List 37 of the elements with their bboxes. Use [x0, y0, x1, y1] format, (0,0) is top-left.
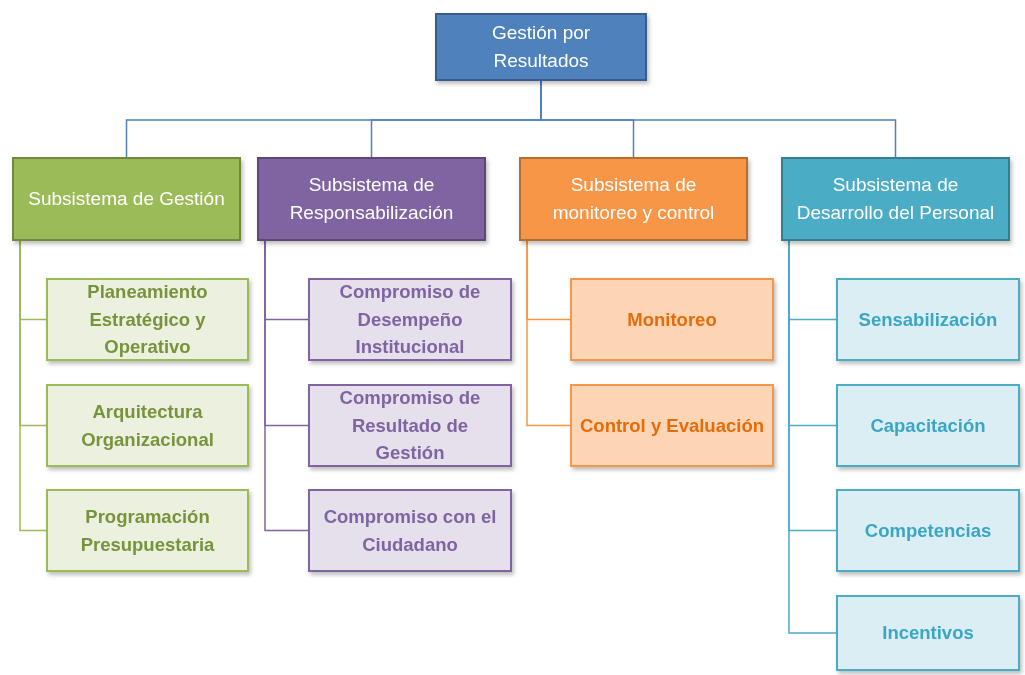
item-box	[836, 595, 1020, 671]
box-label: Compromiso de Resultado de Gestión	[338, 385, 482, 466]
item-box	[836, 489, 1020, 572]
subsystem-box	[257, 157, 486, 241]
box-label: Subsistema de Gestión	[28, 186, 225, 211]
box-label: Control y Evaluación	[580, 413, 764, 438]
item-box	[46, 489, 249, 572]
box-label: Incentivos	[882, 621, 974, 646]
subsystem-box	[12, 157, 241, 241]
box-label: Gestión por Resultados	[490, 20, 592, 73]
connector-line	[19, 240, 47, 532]
box-label: Sensabilización	[858, 307, 998, 332]
box-label: Monitoreo	[627, 307, 717, 332]
box-label: Subsistema de Desarrollo del Personal	[795, 172, 996, 225]
box-label: Planeamiento Estratégico y Operativo	[86, 279, 209, 360]
item-box	[308, 278, 512, 361]
item-box	[836, 384, 1020, 467]
box-label: Subsistema de Responsabilización	[288, 172, 455, 225]
subsystem-box	[781, 157, 1010, 241]
connector-line	[264, 240, 309, 532]
root-box	[435, 13, 647, 81]
box-label: Subsistema de monitoreo y control	[551, 172, 716, 225]
subsystem-box	[519, 157, 748, 241]
item-box	[836, 278, 1020, 361]
box-label: Compromiso con el Ciudadano	[322, 504, 498, 557]
box-label: Capacitación	[870, 413, 986, 438]
connector-line	[526, 240, 571, 427]
box-label: Arquitectura Organizacional	[80, 399, 215, 452]
item-box	[570, 384, 774, 467]
box-label: Programación Presupuestaria	[79, 504, 216, 557]
item-box	[570, 278, 774, 361]
item-box	[46, 384, 249, 467]
box-label: Compromiso de Desempeño Institucional	[338, 279, 482, 360]
item-box	[46, 278, 249, 361]
item-box	[308, 489, 512, 572]
item-box	[308, 384, 512, 467]
box-label: Competencias	[864, 518, 992, 543]
